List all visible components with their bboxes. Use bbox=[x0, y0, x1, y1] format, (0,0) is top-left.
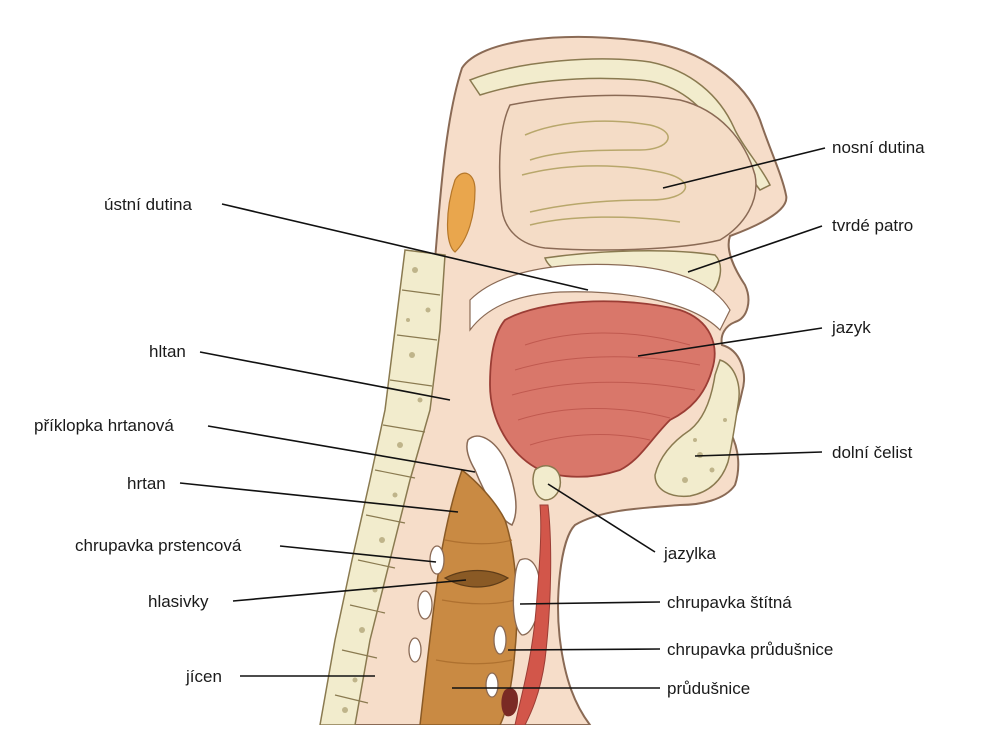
leader-hlasivky bbox=[232, 579, 467, 602]
leader-lines bbox=[179, 147, 826, 689]
leader-hltan bbox=[199, 351, 451, 401]
label-dolni-celist: dolní čelist bbox=[832, 443, 913, 462]
trachea-lumen bbox=[501, 688, 518, 717]
leader-priklopka bbox=[207, 425, 476, 473]
label-hrtan: hrtan bbox=[127, 474, 166, 493]
mandible bbox=[654, 359, 740, 498]
thyroid-cartilage bbox=[512, 558, 541, 636]
leader-dolni-celist bbox=[694, 451, 823, 457]
leader-hrtan bbox=[179, 482, 459, 513]
nasal-conchae bbox=[521, 120, 687, 226]
nasal-cavity bbox=[498, 94, 757, 251]
tracheal-cartilages bbox=[408, 545, 507, 698]
label-jicen: jícen bbox=[185, 667, 222, 686]
label-nosni-dutina: nosní dutina bbox=[832, 138, 925, 157]
epiglottis bbox=[466, 435, 517, 526]
label-tvrde-patro: tvrdé patro bbox=[832, 216, 913, 235]
label-jazylka: jazylka bbox=[663, 544, 717, 563]
label-chrupavka-prudusnice: chrupavka průdušnice bbox=[667, 640, 833, 659]
leader-nosni-dutina bbox=[662, 147, 826, 189]
tongue-muscle-fibers bbox=[511, 332, 701, 446]
label-jazyk: jazyk bbox=[831, 318, 871, 337]
adenoid bbox=[446, 172, 476, 253]
vocal-cords bbox=[443, 569, 510, 588]
tongue bbox=[489, 300, 716, 478]
label-hltan: hltan bbox=[149, 342, 186, 361]
skull-base bbox=[468, 58, 772, 191]
label-prudusnice: průdušnice bbox=[667, 679, 750, 698]
leader-chrupavka-prudusnice bbox=[507, 648, 661, 651]
leader-jazylka bbox=[547, 483, 656, 553]
leader-chrupavka-stitna bbox=[519, 601, 661, 605]
label-ustni-dutina: ústní dutina bbox=[104, 195, 192, 214]
label-priklopka-hrtanova: příklopka hrtanová bbox=[34, 416, 174, 435]
leader-jazyk bbox=[637, 327, 823, 357]
hyoid bbox=[532, 465, 562, 501]
leader-tvrde-patro bbox=[687, 225, 823, 273]
oral-cavity bbox=[469, 263, 731, 332]
leader-chrupavka-prstencova bbox=[279, 545, 437, 563]
leader-ustni-dutina bbox=[221, 203, 589, 291]
label-chrupavka-stitna: chrupavka štítná bbox=[667, 593, 792, 612]
label-hlasivky: hlasivky bbox=[148, 592, 209, 611]
vertebral-column bbox=[319, 249, 446, 726]
label-chrupavka-prstencova: chrupavka prstencová bbox=[75, 536, 242, 555]
